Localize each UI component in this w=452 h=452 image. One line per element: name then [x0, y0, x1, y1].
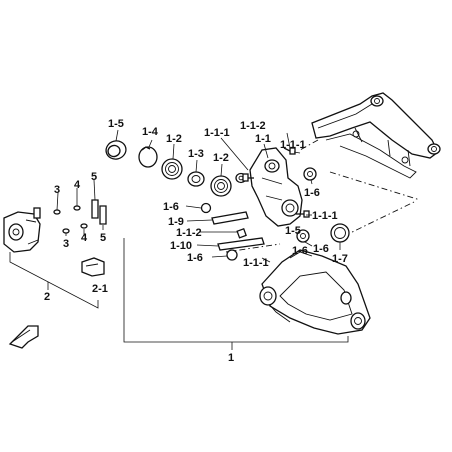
callout-5-bottom: 5	[100, 232, 106, 244]
callout-1-1-1-top-right: 1-1-1	[280, 139, 306, 151]
callout-1-1: 1-1	[255, 133, 271, 145]
callout-1-10: 1-10	[170, 240, 192, 252]
knuckle	[242, 147, 310, 227]
callout-2: 2	[44, 291, 50, 303]
callout-1-3: 1-3	[188, 148, 204, 160]
callout-1-1-2-top: 1-1-2	[240, 120, 266, 132]
callout-labels: 1-5 1-4 1-2 1-1-1 1-1 1-1-2 1-1-1 1-3 1-…	[44, 118, 348, 364]
callout-1-7: 1-7	[332, 253, 348, 265]
direction-arrow-icon	[8, 325, 39, 349]
callout-1-5-right: 1-5	[285, 225, 301, 237]
callout-1-2-left: 1-2	[166, 133, 182, 145]
callout-4-top: 4	[74, 179, 81, 191]
callout-1-6-bottom: 1-6	[187, 252, 203, 264]
callout-1-1-1-top-left: 1-1-1	[204, 127, 230, 139]
callout-1-6-right-upper: 1-6	[304, 187, 320, 199]
callout-3-bottom: 3	[63, 238, 69, 250]
brake-caliper	[3, 199, 107, 277]
pins-bushings	[211, 167, 350, 261]
callout-1-6-near-seal: 1-6	[292, 245, 308, 257]
callout-2-1: 2-1	[92, 283, 108, 295]
callout-1-1-1-right: 1-1-1	[312, 210, 338, 222]
callout-1-4: 1-4	[142, 126, 159, 138]
callout-1-6-right-lower: 1-6	[313, 243, 329, 255]
callout-1-1-1-bottom: 1-1-1	[243, 257, 269, 269]
callout-4-bottom: 4	[81, 232, 88, 244]
callout-5-top: 5	[91, 171, 97, 183]
callout-3-top: 3	[54, 184, 60, 196]
callout-1: 1	[228, 352, 234, 364]
callout-1-9: 1-9	[168, 216, 184, 228]
callout-1-5-top: 1-5	[108, 118, 124, 130]
frame-upper-arm	[311, 92, 441, 179]
callout-1-2-right: 1-2	[213, 152, 229, 164]
lower-arm	[259, 249, 371, 335]
bearing-seal-row	[105, 140, 247, 214]
callout-1-1-2-mid: 1-1-2	[176, 227, 202, 239]
callout-1-6-left: 1-6	[163, 201, 179, 213]
leader-lines	[9, 129, 349, 350]
